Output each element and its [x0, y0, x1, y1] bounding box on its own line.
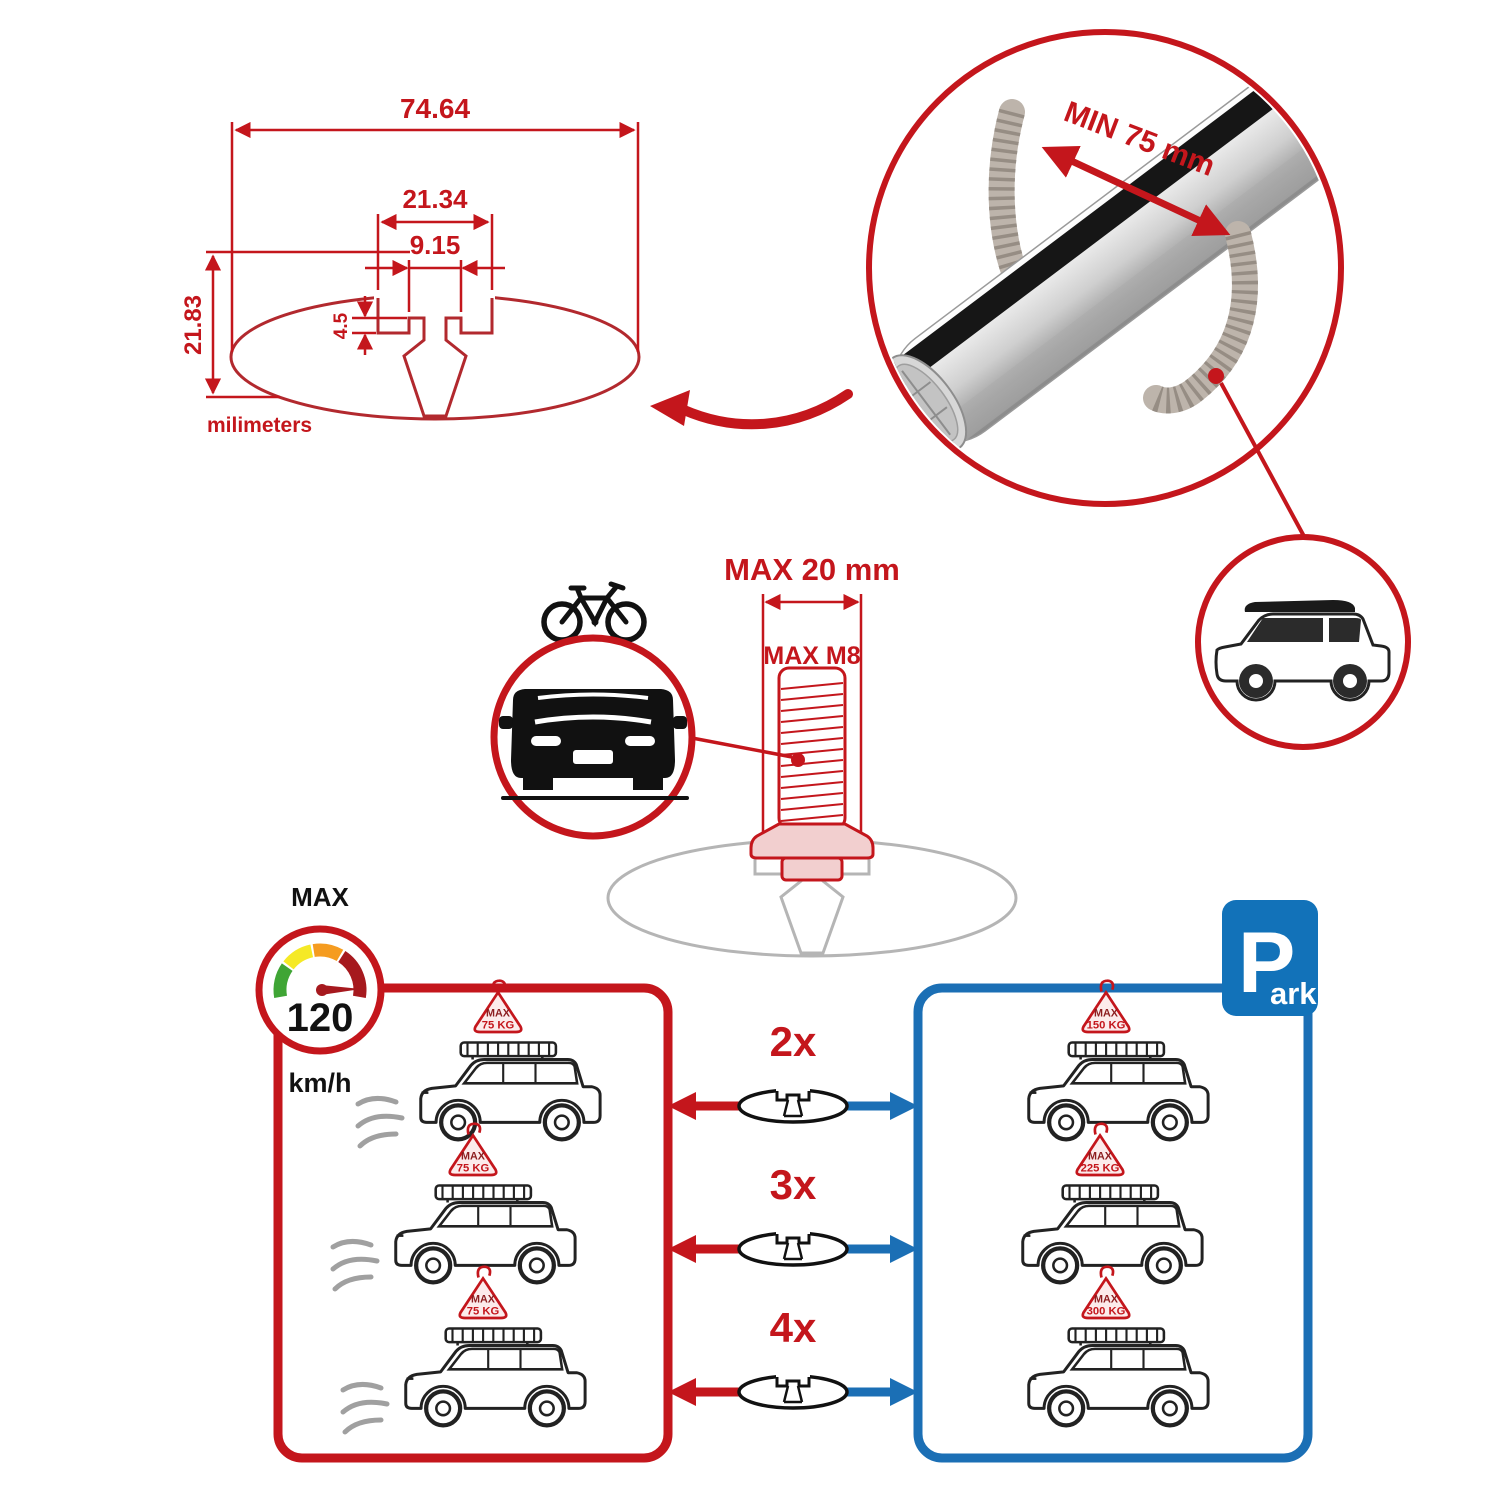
profile-outline — [229, 291, 641, 421]
tag-max-label: MAX — [461, 1151, 486, 1163]
dim-ext-height — [206, 250, 410, 399]
bicycle-icon — [541, 581, 647, 643]
suv-roofbox-circle — [1195, 534, 1411, 750]
dim-slot-width-label: 9.15 — [410, 230, 461, 260]
units-label: milimeters — [207, 414, 312, 437]
gauge-yellow-arc — [283, 944, 314, 970]
bolt-dim-ext — [761, 594, 863, 838]
crossbar-profile-icon — [737, 1088, 849, 1124]
dim-ext-step — [352, 316, 407, 335]
roof-box-icon — [1244, 600, 1355, 612]
multiplier-rows: 2x 3x 4x — [668, 1018, 918, 1410]
crossbar-profile-icon — [737, 1374, 849, 1410]
multiplier-label: 2x — [770, 1018, 817, 1065]
driving-cars: MAX 75 KG MAX 75 KG MAX 75 KG — [333, 979, 600, 1432]
load-tag: MAX 75 KG — [458, 1265, 508, 1320]
headlight-left-icon — [531, 736, 561, 746]
load-tag: MAX 75 KG — [473, 979, 523, 1034]
load-tag: MAX 75 KG — [448, 1122, 498, 1177]
detail-arrowhead-icon — [650, 390, 690, 426]
arrow-left-red-head-icon — [668, 1235, 696, 1263]
tag-weight-label: 75 KG — [457, 1162, 490, 1174]
bolt-callout-line — [691, 736, 793, 759]
t-bolt-icon — [749, 666, 875, 882]
bolt-t-plate — [780, 856, 844, 882]
dim-height-label: 21.83 — [180, 295, 207, 355]
gauge-green-arc — [273, 963, 293, 999]
tag-weight-label: 150 KG — [1087, 1019, 1126, 1031]
multiplier-label: 4x — [770, 1304, 817, 1351]
callout-dot — [1208, 368, 1224, 384]
load-tag: MAX 300 KG — [1081, 1265, 1131, 1320]
profile-t-slot — [376, 298, 494, 418]
arrow-left-red-head-icon — [668, 1378, 696, 1406]
suv-roofbox-icon — [1214, 600, 1391, 702]
callout-line — [1219, 382, 1308, 541]
speed-units-label: km/h — [288, 1068, 351, 1098]
car-front-icon — [499, 689, 689, 800]
detail-arrow — [650, 389, 853, 430]
gauge-orange-arc — [312, 943, 344, 962]
park-sign-rest: ark — [1270, 976, 1317, 1011]
arrow-right-blue-head-icon — [890, 1092, 918, 1120]
tag-weight-label: 75 KG — [482, 1019, 515, 1031]
dim-channel-width-label: 21.34 — [402, 184, 468, 214]
load-tag: MAX 150 KG — [1081, 979, 1131, 1034]
multiplier-label: 3x — [770, 1161, 817, 1208]
crossbar-cross-section-diagram: 74.64 21.34 9.15 4.5 21.83 milimeters — [180, 93, 641, 437]
bolt-diagram: MAX 20 mm MAX M8 — [606, 552, 1018, 958]
speed-max-label: MAX — [291, 882, 349, 912]
dim-step-depth-label: 4.5 — [331, 312, 352, 339]
car-bike-circle — [490, 581, 696, 840]
arrow-left-red-head-icon — [668, 1092, 696, 1120]
tag-max-label: MAX — [486, 1008, 511, 1020]
tag-weight-label: 225 KG — [1081, 1162, 1120, 1174]
car-circle-outline — [490, 634, 696, 840]
tag-max-label: MAX — [1088, 1151, 1113, 1163]
max-thread-label: MAX M8 — [763, 642, 860, 670]
bolt-callout-dot — [791, 753, 805, 767]
dimensions — [204, 121, 640, 399]
dim-ext-total-width — [230, 122, 640, 352]
gauge-needle-icon — [321, 985, 361, 995]
headlight-right-icon — [625, 736, 655, 746]
speed-limit-gauge: MAX 120 km/h — [255, 882, 385, 1098]
tag-max-label: MAX — [471, 1294, 496, 1306]
license-plate — [573, 750, 613, 764]
tag-weight-label: 75 KG — [467, 1305, 500, 1317]
min-span-arrow — [1041, 145, 1231, 237]
bolt-collar — [749, 822, 875, 860]
crossbar-photo-circle: MIN 75 mm — [866, 29, 1344, 507]
gauge-red-arc — [337, 951, 367, 999]
tag-max-label: MAX — [1094, 1008, 1119, 1020]
tag-max-label: MAX — [1094, 1294, 1119, 1306]
profile-notch-mask — [374, 291, 495, 335]
tag-weight-label: 300 KG — [1087, 1305, 1126, 1317]
max-bolt-width-label: MAX 20 mm — [724, 552, 900, 587]
arrow-right-blue-head-icon — [890, 1378, 918, 1406]
park-sign: P ark — [1222, 900, 1318, 1016]
park-sign-p: P — [1238, 915, 1295, 1011]
dim-total-width-label: 74.64 — [400, 93, 470, 124]
parking-cars: MAX 150 KG MAX 225 KG MAX 300 KG — [1023, 979, 1208, 1426]
load-tag: MAX 225 KG — [1075, 1122, 1125, 1177]
gauge-hub-icon — [316, 984, 328, 996]
bolt-threads — [780, 682, 844, 822]
speed-value: 120 — [287, 996, 354, 1040]
crossbar-profile-icon — [737, 1231, 849, 1267]
arrow-right-blue-head-icon — [890, 1235, 918, 1263]
